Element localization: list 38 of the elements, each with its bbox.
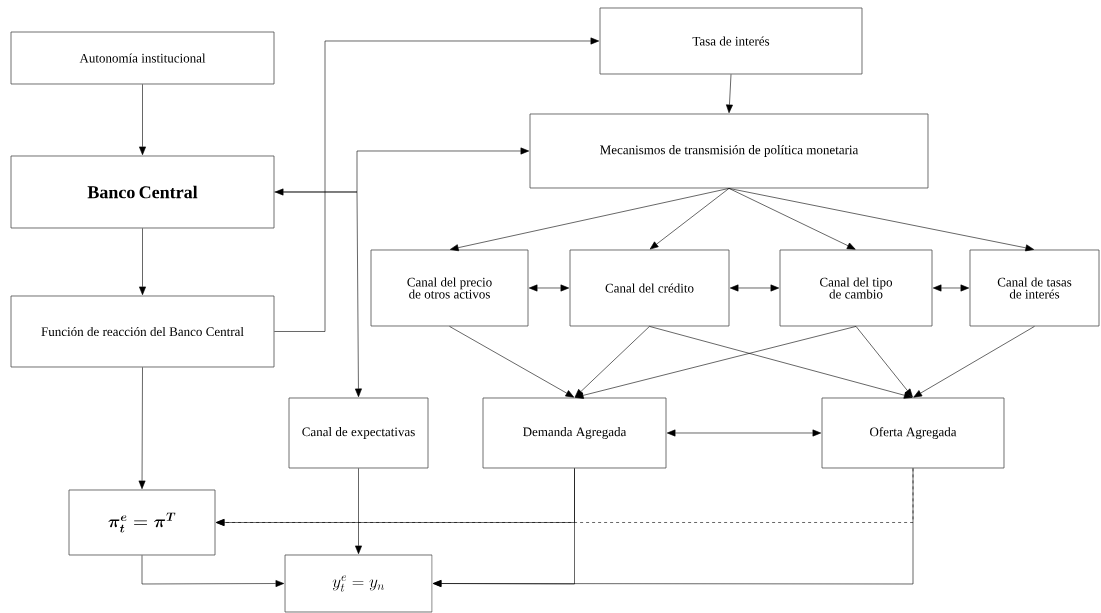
process-box: Oferta Agregada [821, 397, 1005, 469]
arrow [450, 188, 730, 252]
arrow [726, 74, 733, 114]
process-box: Función de reacción del Banco Central [10, 295, 275, 368]
arrow [575, 326, 857, 399]
formula-box: $\pi_t^e = \pi^T$ [68, 489, 216, 556]
process-box: Canal del precio de otros activos [370, 249, 529, 327]
arrow [274, 147, 530, 196]
arrow [528, 284, 570, 292]
arrow [649, 188, 730, 250]
arrow [913, 326, 1035, 398]
arrow [139, 84, 146, 156]
process-box: Demanda Agregada [482, 397, 667, 469]
arrow [574, 326, 650, 398]
process-box: Tasa de interés [599, 7, 863, 75]
arrow [932, 284, 970, 292]
arrow [274, 191, 362, 398]
arrow [855, 326, 913, 398]
arrow [449, 326, 575, 398]
arrow [139, 228, 146, 296]
formula-box: $y_t^e = y_n$ [284, 554, 433, 613]
arrow [138, 367, 146, 490]
process-box: Canal de tasas de interés [969, 249, 1100, 327]
arrow [728, 188, 856, 250]
arrow [729, 284, 780, 292]
arrow [274, 37, 600, 332]
process-box: Autonomía institucional [10, 31, 275, 85]
process-box: Mecanismos de transmisión de política monetaria [529, 113, 929, 189]
process-box: Banco Central [10, 155, 275, 229]
arrow [141, 555, 285, 587]
arrow [355, 468, 362, 555]
arrow [649, 326, 913, 399]
arrow [728, 188, 1034, 252]
process-box: Canal del tipo de cambio [779, 249, 933, 327]
arrow [666, 429, 822, 437]
arrow [432, 468, 914, 587]
process-box: Canal de expectativas [288, 397, 429, 469]
process-box: Canal del crédito [569, 249, 730, 327]
